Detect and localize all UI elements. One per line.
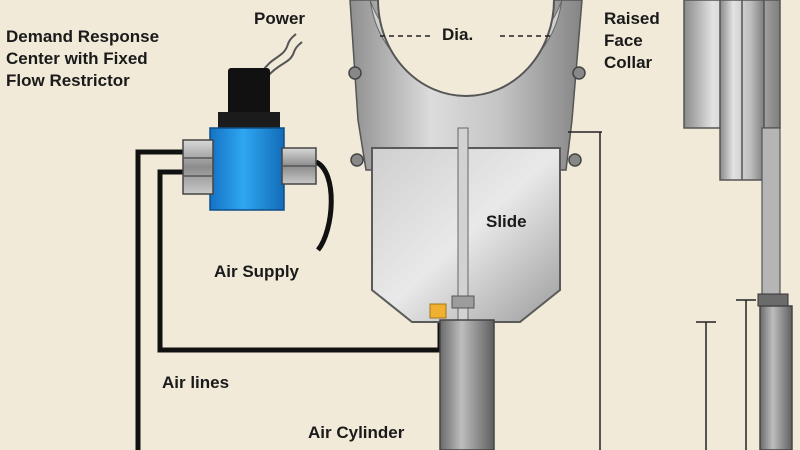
side-view (683, 0, 793, 450)
packing-gasket (429, 303, 447, 319)
power-wires (261, 33, 303, 77)
collar-label-line-1: Raised (604, 9, 660, 28)
solenoid-valve (182, 68, 317, 211)
collar-label-line-3: Collar (604, 53, 653, 72)
demand-response-line-1: Demand Response (6, 27, 160, 46)
valve-flange (348, 0, 586, 171)
demand-response-label: Demand Response Center with Fixed Flow R… (6, 26, 159, 92)
slide-label: Slide (486, 212, 527, 231)
solenoid-body (209, 127, 285, 211)
height-dimensions (568, 131, 756, 450)
solenoid-coil-cap (228, 68, 270, 118)
air-supply-label: Air Supply (214, 262, 300, 281)
side-cylinder (759, 305, 793, 450)
left-fitting (182, 139, 214, 195)
slide-stem (457, 127, 469, 325)
diameter-label: Dia. (442, 25, 474, 44)
collar-label-line-2: Face (604, 31, 643, 50)
slide-gate (371, 127, 561, 325)
bore-opening (377, 0, 555, 97)
power-label: Power (254, 9, 306, 28)
air-supply-hose (314, 159, 334, 252)
demand-response-line-3: Flow Restrictor (6, 71, 130, 90)
air-cylinder (439, 319, 495, 450)
raised-face-collar-label: Raised Face Collar (604, 8, 660, 74)
demand-response-line-2: Center with Fixed (6, 49, 148, 68)
air-lines-label: Air lines (162, 373, 230, 392)
air-cylinder-label: Air Cylinder (308, 423, 405, 442)
